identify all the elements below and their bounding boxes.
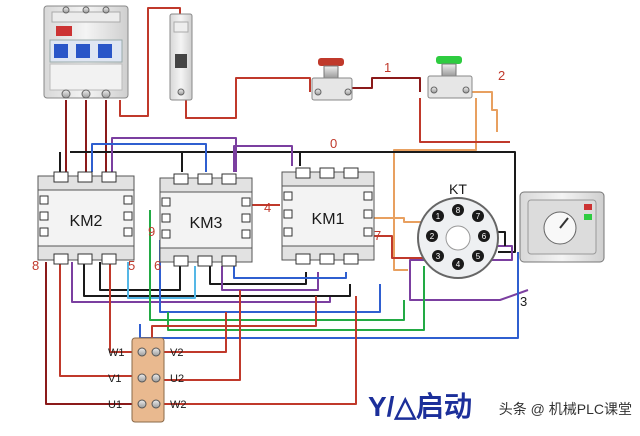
wire-bottom-3: [99, 262, 181, 291]
contactor-km3: KM3: [159, 173, 253, 267]
wires: [45, 7, 529, 405]
wire-bottom-2: [83, 262, 351, 297]
motor-terminal-box: [131, 337, 165, 423]
wire-w1: [109, 262, 132, 353]
wire-km1-kt: [372, 217, 430, 223]
wire-label-5: 5: [128, 258, 135, 273]
contactor-km2: KM2: [37, 171, 135, 265]
km3-label: KM3: [190, 215, 223, 232]
stop-button[interactable]: [311, 58, 353, 101]
wire-green: [149, 210, 405, 321]
breaker-toggle-3[interactable]: [98, 44, 112, 58]
wire-7: [372, 235, 430, 259]
wire-bottom-4: [127, 262, 196, 299]
terminal-v1: V1: [108, 373, 121, 385]
wire-label-6: 6: [154, 258, 161, 273]
wire-blue-top: [91, 143, 207, 172]
wire-u2: [164, 290, 241, 381]
wire-label-9: 9: [148, 224, 155, 239]
wire-motor-top: [151, 296, 317, 340]
wire-km2-km3-top: [111, 137, 237, 172]
breaker-logo: [56, 26, 72, 36]
wire-label-0: 0: [330, 136, 337, 151]
wire-km3-km1-b3: [233, 266, 347, 279]
wire-km3-km1-b1: [209, 266, 307, 285]
wire-to-stop: [185, 77, 311, 119]
motor-terminal-labels: W1 V2 V1 U2 U1 W2: [108, 347, 187, 411]
kt-pin-5: 5: [476, 252, 481, 261]
wire-blue-bottom: [159, 240, 381, 313]
wire-label-4: 4: [264, 200, 271, 215]
wire-label-2: 2: [498, 68, 505, 83]
wire-control-feed: [119, 7, 181, 117]
kt-pin-2: 2: [430, 232, 435, 241]
wire-label-1: 1: [384, 60, 391, 75]
wire-bottom-1: [71, 262, 331, 303]
km1-label: KM1: [312, 211, 345, 228]
wire-label-8: 8: [32, 258, 39, 273]
wire-2: [470, 91, 498, 132]
terminal-w1: W1: [108, 347, 125, 359]
wire-3: [409, 245, 529, 301]
wire-v1: [59, 262, 132, 377]
wire-u1: [45, 262, 132, 405]
wire-km3-km1-b2: [221, 266, 319, 291]
wire-start-hold: [419, 98, 510, 143]
wire-km3-km1-top: [233, 145, 293, 172]
wire-1: [352, 77, 421, 92]
terminal-u2: U2: [170, 373, 184, 385]
breaker-toggle-2[interactable]: [76, 44, 90, 58]
kt-pin-7: 7: [476, 212, 481, 221]
control-breaker-toggle[interactable]: [175, 54, 187, 68]
terminal-w2: W2: [170, 399, 187, 411]
wire-blue-long: [139, 252, 519, 339]
kt-pin-4: 4: [456, 260, 461, 269]
terminal-v2: V2: [170, 347, 183, 359]
diagram-title: Y/△启动: [368, 391, 472, 422]
timer-relay: [519, 191, 605, 263]
terminal-u1: U1: [108, 399, 122, 411]
wire-number-labels: 1 2 0 3 4 5 6 7 8 9: [32, 60, 527, 309]
wire-green-2: [167, 266, 425, 331]
wire-label-7: 7: [374, 228, 381, 243]
wire-v2: [164, 312, 227, 353]
breaker-toggle-1[interactable]: [54, 44, 68, 58]
kt-label: KT: [449, 181, 467, 197]
kt-pin-6: 6: [482, 232, 487, 241]
km2-label: KM2: [70, 213, 103, 230]
control-breaker: [169, 13, 193, 101]
wire-label-3: 3: [520, 294, 527, 309]
start-button[interactable]: [427, 56, 473, 99]
kt-pins: [426, 204, 490, 270]
main-breaker: [43, 5, 129, 99]
kt-pin-3: 3: [436, 252, 441, 261]
timer-socket: KT 1 2 3 4 5 6 7 8: [417, 181, 499, 279]
kt-pin-1: 1: [436, 212, 441, 221]
wire-w2: [164, 296, 357, 405]
wire-2b: [393, 98, 477, 271]
kt-pin-8: 8: [456, 206, 461, 215]
watermark: 头条 @ 机械PLC课堂: [499, 401, 632, 417]
contactor-km1: KM1: [281, 167, 375, 265]
